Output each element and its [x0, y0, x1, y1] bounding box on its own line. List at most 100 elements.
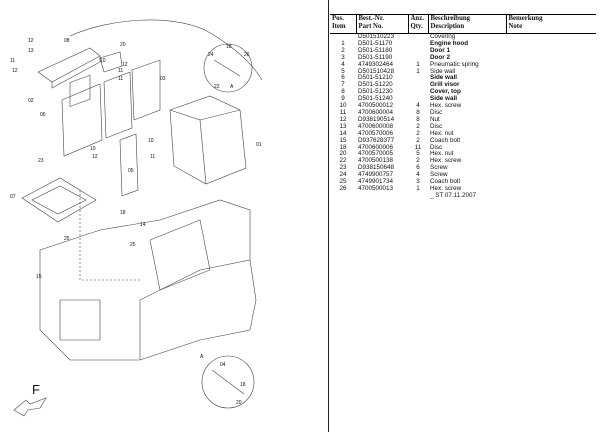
cover-top-part — [99, 51, 123, 73]
cell-note — [506, 96, 596, 103]
cell-part: D937628377 — [358, 136, 395, 144]
cell-note — [506, 69, 596, 76]
cell-note — [506, 103, 596, 110]
cell-desc: Engine hood — [430, 39, 469, 47]
cell-qty: 5 — [416, 150, 420, 158]
cell-part: 4749900757 — [358, 171, 394, 179]
cell-qty — [408, 89, 428, 96]
callout-20: 20 — [236, 400, 242, 406]
cell-qty: 6 — [416, 164, 420, 172]
cell-desc: Hex. screw — [430, 102, 462, 110]
cell-desc: Hex. nut — [430, 150, 454, 158]
chassis-body — [39, 250, 257, 361]
cell-pos: 4 — [341, 60, 345, 68]
cell-pos: 18 — [339, 143, 347, 151]
cell-part: 4749302464 — [358, 60, 394, 68]
cell-qty: 1 — [416, 184, 420, 192]
cell-note — [506, 158, 596, 165]
cell-desc: Side wall — [430, 95, 457, 103]
cell-qty — [408, 82, 428, 89]
cell-note — [506, 138, 596, 145]
cell-part: D501-51210 — [358, 74, 393, 82]
callout-a: A — [200, 354, 204, 360]
cell-qty — [408, 75, 428, 82]
cell-note — [506, 34, 596, 41]
cell-desc: Nut — [430, 115, 440, 123]
callout-10: 10 — [90, 146, 96, 152]
callout-10: 10 — [100, 58, 106, 64]
cell-desc: Cover, top — [430, 88, 461, 96]
cell-desc: Side wall — [430, 67, 456, 75]
engine-hood-part — [37, 47, 101, 83]
direction-label: F — [32, 382, 40, 397]
cell-part: D501-51180 — [358, 46, 393, 54]
cell-part: 4700500012 — [358, 102, 394, 110]
hose-line — [69, 19, 263, 81]
header-qty: Anz.Qty. — [407, 14, 428, 34]
cell-pos: 2 — [341, 46, 345, 54]
cell-note — [506, 151, 596, 158]
cell-qty: 2 — [416, 136, 420, 144]
cell-note — [506, 55, 596, 62]
cell-desc: Side wall — [430, 74, 457, 82]
callout-11: 11 — [10, 58, 15, 64]
callout-13: 13 — [28, 48, 34, 54]
cell-qty: 8 — [416, 108, 420, 116]
cell-part: 4700500138 — [358, 157, 394, 165]
cell-part: 4700600008 — [358, 122, 394, 130]
cell-part: 4700600004 — [358, 108, 394, 116]
cell-pos: 20 — [339, 150, 347, 158]
cell-desc: Disc — [430, 122, 443, 130]
cell-note — [506, 89, 596, 96]
callout-26: 26 — [244, 52, 250, 58]
cell-note — [506, 172, 596, 179]
cell-part: D501-51230 — [358, 88, 393, 96]
callout-a: A — [230, 84, 234, 90]
cell-desc: Hex. screw — [430, 184, 462, 192]
engine-hood-main — [169, 95, 247, 185]
callout-22: 22 — [214, 84, 220, 90]
cell-part: D501-51240 — [358, 95, 393, 103]
cell-part — [356, 193, 408, 200]
callout-12: 12 — [28, 38, 34, 44]
exploded-view-diagram: 08 20 12 13 11 12 10 12 11 24 18 26 22 A… — [10, 19, 263, 417]
cell-desc: Covering — [430, 33, 456, 40]
callout-25: 25 — [64, 236, 70, 242]
callout-11: 11 — [118, 76, 123, 82]
detail-circle-b — [201, 355, 255, 409]
cell-pos: 15 — [339, 136, 347, 144]
cell-note — [506, 145, 596, 152]
cell-desc: Hex. screw — [430, 157, 462, 165]
cell-note — [506, 82, 596, 89]
cell-desc: _ ST 07.11.2007 — [430, 191, 476, 199]
cell-desc: Grill visor — [430, 81, 460, 89]
exploded-view-drawing: 08 20 12 13 11 12 10 12 11 24 18 26 22 A… — [10, 19, 263, 417]
cell-pos: 9 — [341, 95, 345, 103]
cell-part: D501-51220 — [358, 81, 393, 89]
cell-pos: 8 — [341, 88, 345, 96]
callout-11: 11 — [150, 154, 155, 160]
callout-12: 12 — [122, 62, 128, 68]
cell-pos: 11 — [339, 108, 347, 116]
cell-desc: Coach bolt — [430, 178, 461, 186]
cell-desc: Disc — [430, 143, 443, 151]
cell-pos: 26 — [339, 184, 347, 192]
